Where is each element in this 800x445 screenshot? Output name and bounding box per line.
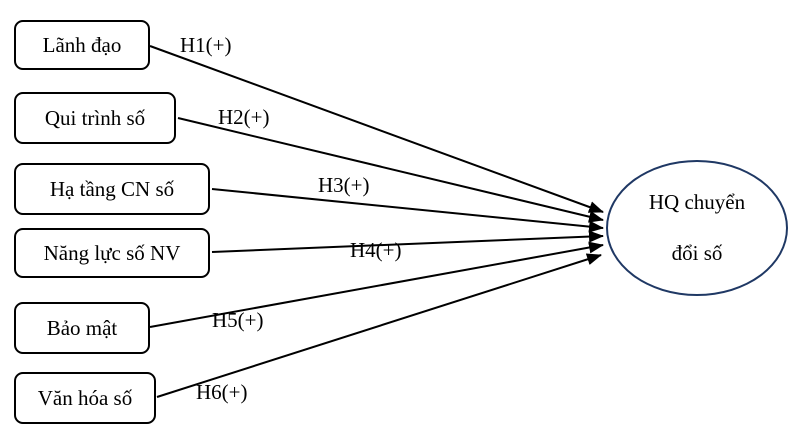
arrow-h1: [149, 45, 604, 213]
box-digital-culture: Văn hóa số: [14, 372, 156, 424]
arrow-h3: [211, 188, 604, 233]
box-it-infrastructure: Hạ tầng CN số: [14, 163, 210, 215]
hypothesis-label-h6: H6(+): [196, 380, 248, 404]
box-leadership: Lãnh đạo: [14, 20, 150, 70]
hypothesis-label-h2: H2(+): [218, 105, 270, 129]
hypothesis-label-h5: H5(+): [212, 308, 264, 332]
box-security: Bảo mật: [14, 302, 150, 354]
outcome-label-line1: HQ chuyển: [648, 190, 746, 214]
arrow-h6: [156, 253, 602, 398]
hypothesis-label-h4: H4(+): [350, 238, 402, 262]
box-digital-process: Qui trình số: [14, 92, 176, 144]
outcome-label-line2: đổi số: [671, 241, 723, 265]
arrow-h2: [177, 117, 604, 223]
outcome-ellipse: HQ chuyển đổi số: [606, 160, 788, 296]
hypothesis-label-h1: H1(+): [180, 33, 232, 57]
box-digital-capability: Năng lực số NV: [14, 228, 210, 278]
hypothesis-label-h3: H3(+): [318, 173, 370, 197]
arrow-h5: [149, 241, 604, 328]
arrow-h4: [211, 230, 604, 253]
